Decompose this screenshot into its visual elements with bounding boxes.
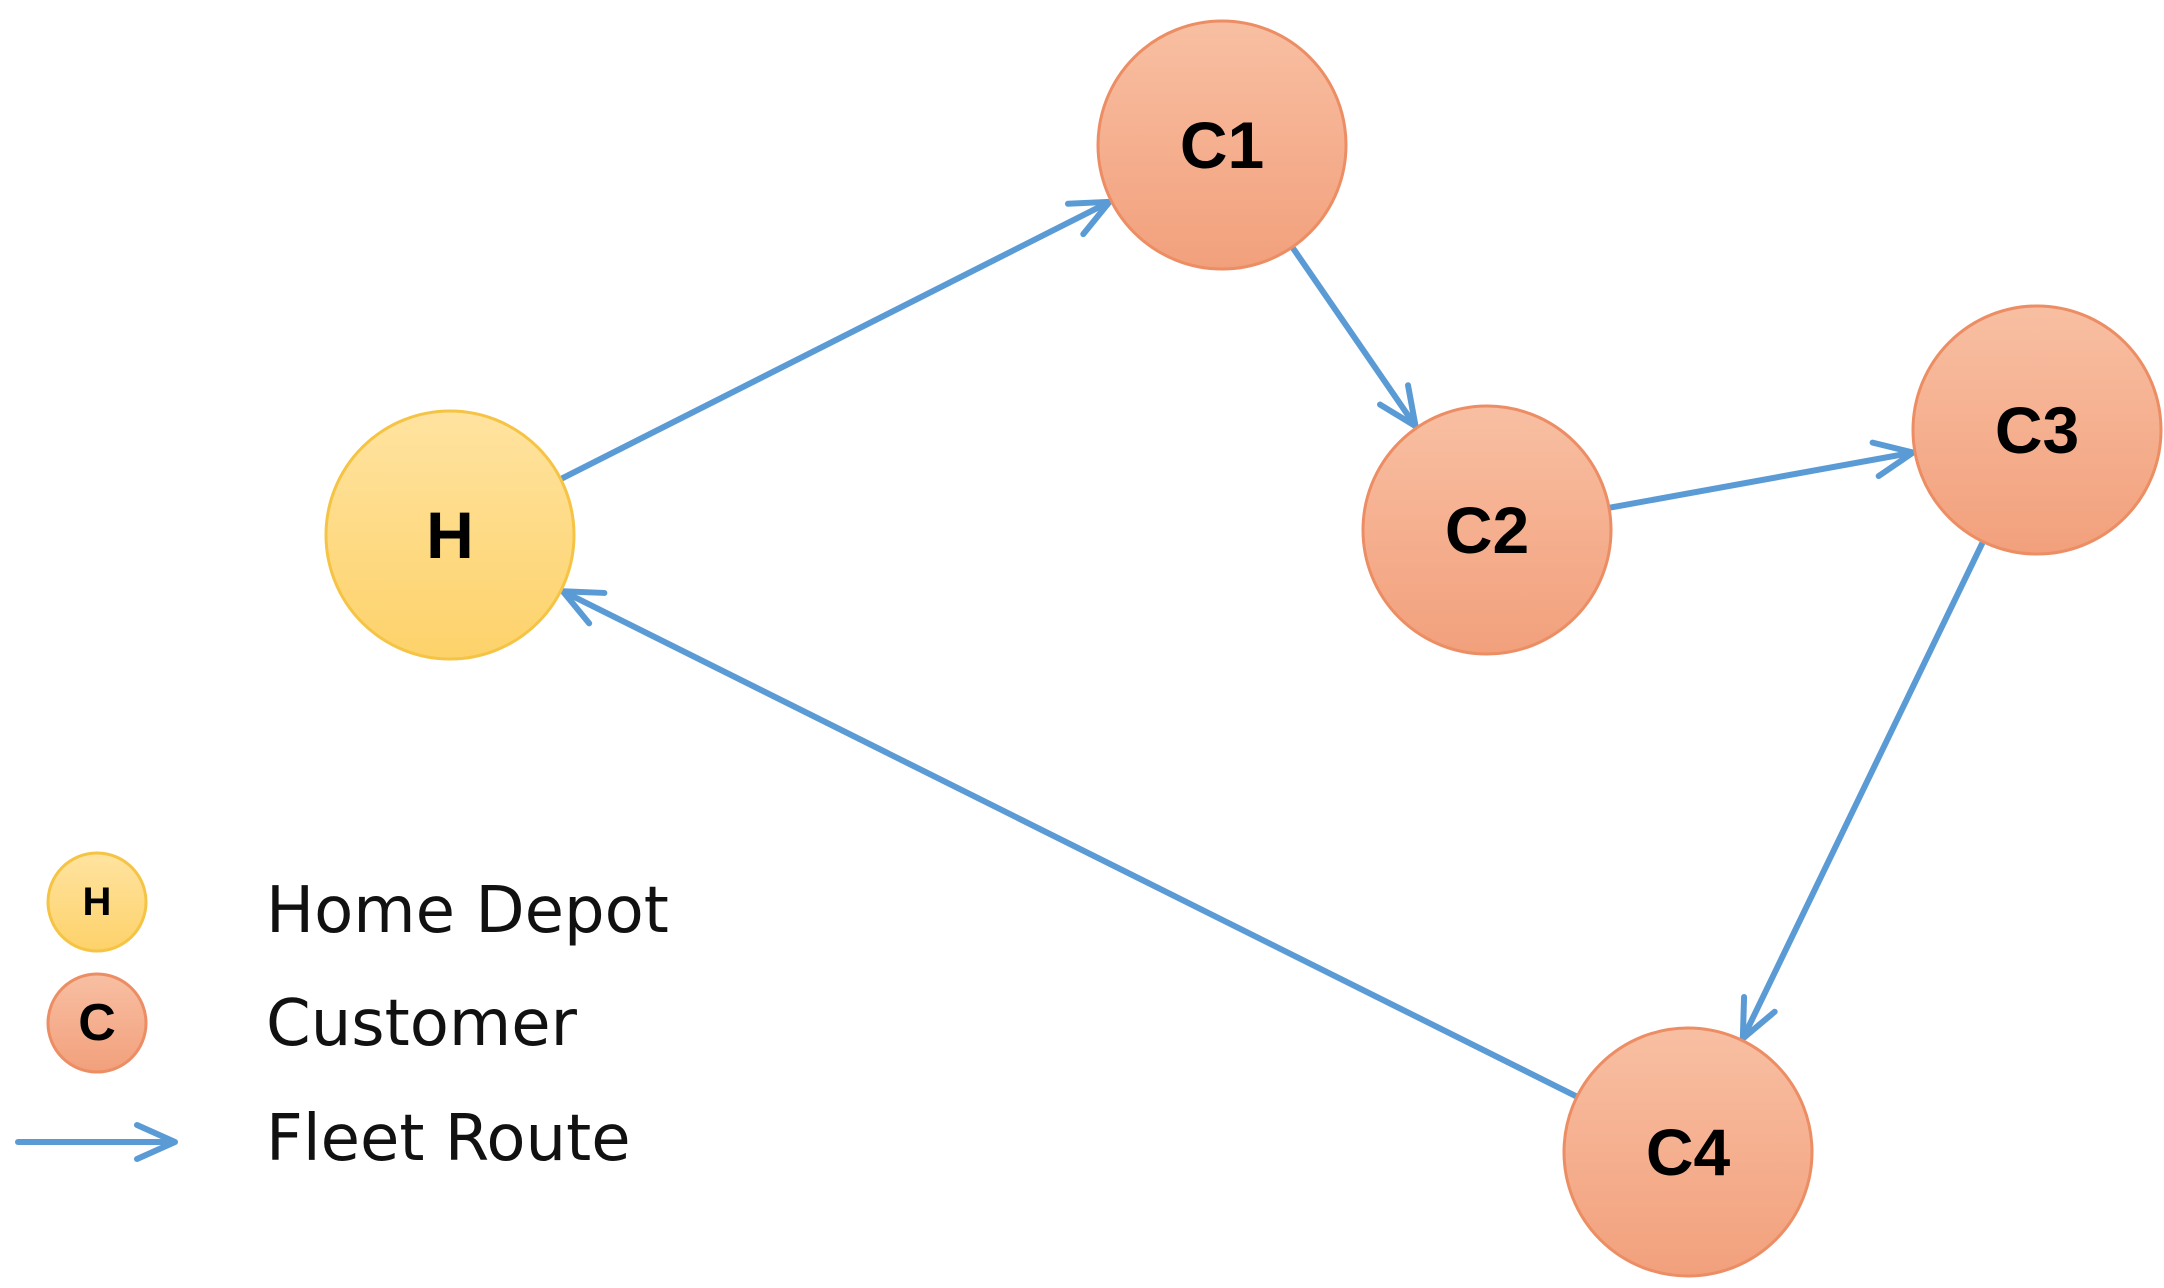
route-edge-c2-to-c3 <box>1607 439 1917 511</box>
fleet-route-edges <box>559 198 1986 1099</box>
node-label-c2: C2 <box>1445 493 1529 567</box>
route-edge-h-to-c1 <box>559 198 1113 482</box>
node-label-c4: C4 <box>1646 1115 1731 1189</box>
route-edge-c1-to-c2-line <box>1290 245 1416 425</box>
node-customer-c2: C2 <box>1361 404 1613 656</box>
legend-depot-swatch <box>46 851 148 953</box>
route-edge-c3-to-c4-line <box>1742 540 1986 1037</box>
route-edge-c3-to-c4-head <box>1739 993 1778 1042</box>
route-edge-h-to-c1-line <box>559 201 1108 482</box>
node-customer-c1: C1 <box>1096 19 1348 271</box>
node-customer-c3: C3 <box>1911 304 2163 556</box>
legend-route-arrow-head <box>134 1122 178 1162</box>
node-label-h: H <box>426 498 474 572</box>
legend-item-route: Fleet Route <box>15 1102 631 1176</box>
route-nodes: H C1 C2 C3 C4 <box>324 19 2163 1278</box>
route-edge-c4-to-h <box>559 588 1579 1099</box>
route-edge-c4-to-h-head <box>559 588 608 627</box>
legend-depot-symbol: H <box>83 880 112 924</box>
legend-customer-swatch <box>46 972 148 1074</box>
legend-customer-label: Customer <box>266 987 578 1061</box>
route-edge-c1-to-c2 <box>1290 245 1419 430</box>
route-edge-c3-to-c4 <box>1739 540 1986 1042</box>
route-edge-c4-to-h-line <box>565 590 1579 1099</box>
legend: H Home Depot C Customer Fleet Route <box>15 851 669 1176</box>
node-label-c3: C3 <box>1995 393 2079 467</box>
route-edge-h-to-c1-head <box>1064 198 1113 238</box>
node-label-c1: C1 <box>1180 108 1264 182</box>
legend-item-customer: C Customer <box>46 972 578 1074</box>
route-edge-c1-to-c2-head <box>1377 382 1419 430</box>
route-edge-c2-to-c3-head <box>1869 439 1917 480</box>
node-home-depot: H <box>324 409 576 661</box>
node-customer-c4: C4 <box>1562 1026 1814 1278</box>
route-edge-c2-to-c3-line <box>1607 450 1911 511</box>
arrow-right-icon <box>15 1122 178 1162</box>
legend-route-arrow <box>15 1122 178 1162</box>
legend-item-depot: H Home Depot <box>46 851 669 953</box>
legend-route-label: Fleet Route <box>266 1102 631 1176</box>
legend-depot-label: Home Depot <box>266 874 669 948</box>
legend-customer-symbol: C <box>78 994 116 1052</box>
